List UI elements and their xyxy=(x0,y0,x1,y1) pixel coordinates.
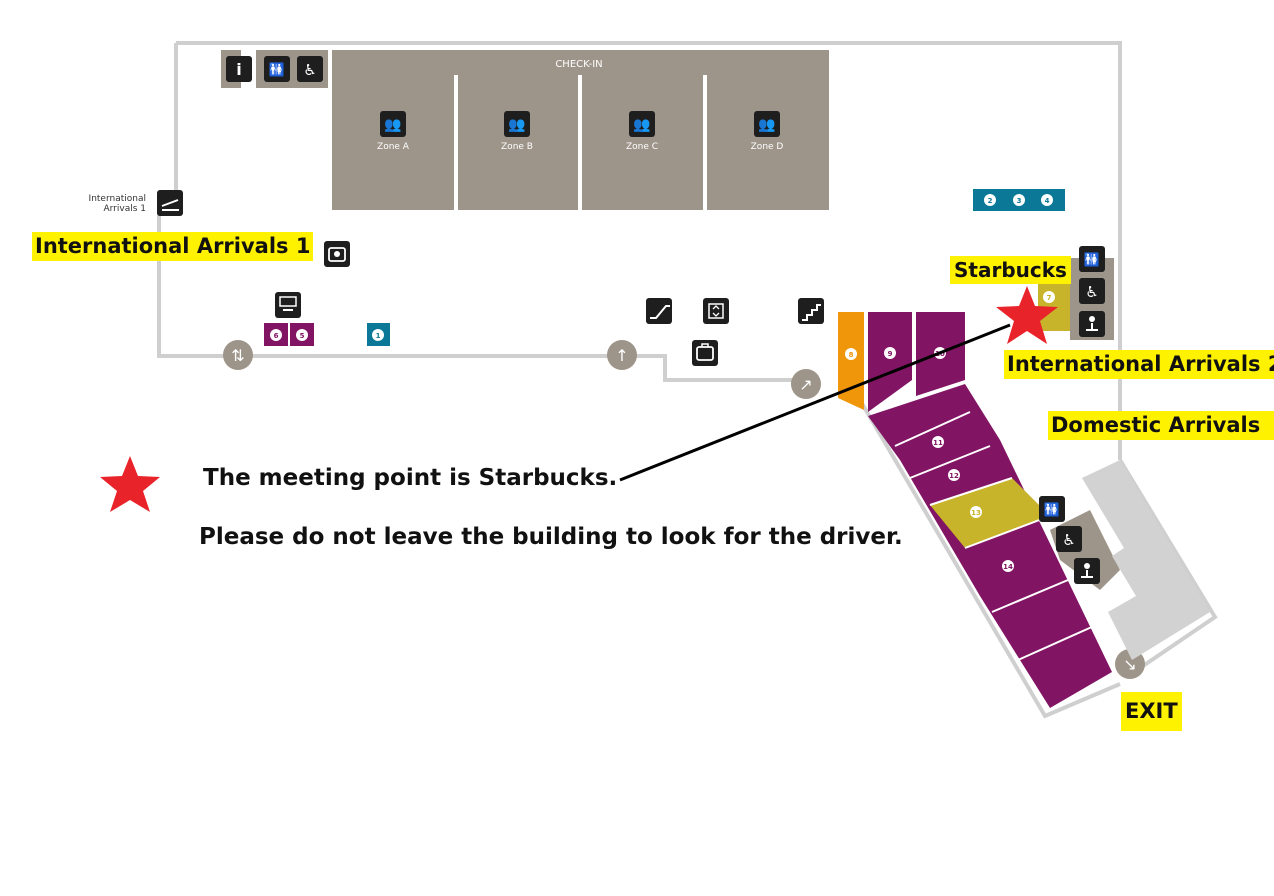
gate-badge: 8 xyxy=(845,348,857,360)
svg-text:3: 3 xyxy=(1017,197,1022,205)
svg-text:4: 4 xyxy=(1045,197,1050,205)
escalator-icon xyxy=(646,298,672,324)
gate-badge: 12 xyxy=(948,469,960,481)
zone-label: Zone A xyxy=(377,142,410,152)
svg-text:↑: ↑ xyxy=(615,346,628,365)
instruction-note: Please do not leave the building to look… xyxy=(199,524,903,550)
concourse-dividers xyxy=(894,411,1095,661)
gate-badge: 4 xyxy=(1041,194,1053,206)
svg-text:👥: 👥 xyxy=(384,117,401,133)
gate-area-purple xyxy=(868,312,912,412)
zone-label: Zone B xyxy=(501,142,533,152)
svg-text:👥: 👥 xyxy=(633,117,650,133)
information-icon: i xyxy=(226,56,252,82)
svg-text:👥: 👥 xyxy=(508,117,525,133)
toilets-icon: 🚻 xyxy=(1079,246,1105,272)
svg-text:♿: ♿ xyxy=(1062,531,1075,549)
gate-badge: 5 xyxy=(290,323,314,346)
label-international-arrivals-2: International Arrivals 2 xyxy=(1004,350,1274,379)
arrivals1-small-label: International xyxy=(89,194,146,204)
svg-text:🚻: 🚻 xyxy=(1044,502,1060,518)
gate-badge: 1 xyxy=(367,323,390,346)
label-exit: EXIT xyxy=(1121,692,1182,731)
toilets-icon: 🚻 xyxy=(1039,496,1065,522)
wheelchair-icon: ♿ xyxy=(1079,278,1105,304)
svg-text:8: 8 xyxy=(849,351,854,359)
checkin-zone-icon: 👥 xyxy=(629,111,655,137)
atm-icon xyxy=(275,292,301,318)
svg-text:↘: ↘ xyxy=(1123,655,1136,674)
building-wall xyxy=(157,41,1122,460)
building-wall-right xyxy=(858,398,1218,719)
gate-area-orange xyxy=(838,312,864,410)
svg-text:↗: ↗ xyxy=(799,375,812,394)
meeting-point-note: The meeting point is Starbucks. xyxy=(203,465,618,491)
checkin-divider xyxy=(454,75,458,210)
checkin-divider xyxy=(703,75,707,210)
checkin-zone-icon: 👥 xyxy=(380,111,406,137)
gate-badge: 3 xyxy=(1013,194,1025,206)
checkin-zone-icon: 👥 xyxy=(754,111,780,137)
zone-label: Zone D xyxy=(751,142,784,152)
svg-text:12: 12 xyxy=(949,472,959,480)
direction-arrow-icon: ⇅ xyxy=(223,340,253,370)
arrivals1-small-label: Arrivals 1 xyxy=(103,204,146,214)
wheelchair-icon: ♿ xyxy=(297,56,323,82)
gate-badge: 6 xyxy=(264,323,288,346)
arrivals-icon xyxy=(157,190,183,216)
pointer-line xyxy=(619,323,1011,482)
gate-badge: 2 xyxy=(984,194,996,206)
label-international-arrivals-1: International Arrivals 1 xyxy=(32,232,314,261)
svg-text:6: 6 xyxy=(274,332,279,340)
toilets-icon: 🚻 xyxy=(264,56,290,82)
wheelchair-icon: ♿ xyxy=(1056,526,1082,552)
svg-text:2: 2 xyxy=(988,197,993,205)
gate-badge: 11 xyxy=(932,436,944,448)
baby-change-icon xyxy=(1074,558,1100,584)
gate-badge: 13 xyxy=(970,506,982,518)
checkin-zone-icon: 👥 xyxy=(504,111,530,137)
svg-text:13: 13 xyxy=(971,509,981,517)
svg-text:⇅: ⇅ xyxy=(231,346,244,365)
star-icon xyxy=(100,456,160,512)
checkin-divider xyxy=(578,75,582,210)
checkin-title: CHECK-IN xyxy=(555,59,602,70)
svg-text:5: 5 xyxy=(300,332,305,340)
label-starbucks: Starbucks xyxy=(950,256,1071,284)
direction-arrow-icon: ↑ xyxy=(607,340,637,370)
svg-text:i: i xyxy=(236,60,241,79)
svg-text:🚻: 🚻 xyxy=(269,62,285,78)
svg-text:7: 7 xyxy=(1047,294,1052,302)
baggage-hall xyxy=(1082,460,1210,660)
svg-text:♿: ♿ xyxy=(303,61,316,79)
gate-badge: 9 xyxy=(884,347,896,359)
star-icon xyxy=(996,286,1058,344)
gate-badge: 7 xyxy=(1043,291,1055,303)
svg-text:🚻: 🚻 xyxy=(1084,252,1100,268)
stairs-icon xyxy=(798,298,824,324)
gate-badge: 14 xyxy=(1002,560,1014,572)
concourse-pier xyxy=(868,384,1112,708)
svg-text:11: 11 xyxy=(933,439,943,447)
svg-text:1: 1 xyxy=(376,332,381,340)
baggage-icon xyxy=(692,340,718,366)
svg-text:👥: 👥 xyxy=(758,117,775,133)
baby-change-icon xyxy=(1079,311,1105,337)
svg-text:14: 14 xyxy=(1003,563,1013,571)
direction-arrow-icon: ↗ xyxy=(791,369,821,399)
lift-icon xyxy=(703,298,729,324)
label-domestic-arrivals: Domestic Arrivals xyxy=(1048,411,1274,440)
camera-icon xyxy=(324,241,350,267)
svg-text:♿: ♿ xyxy=(1085,283,1098,301)
zone-label: Zone C xyxy=(626,142,658,152)
svg-text:9: 9 xyxy=(888,350,893,358)
